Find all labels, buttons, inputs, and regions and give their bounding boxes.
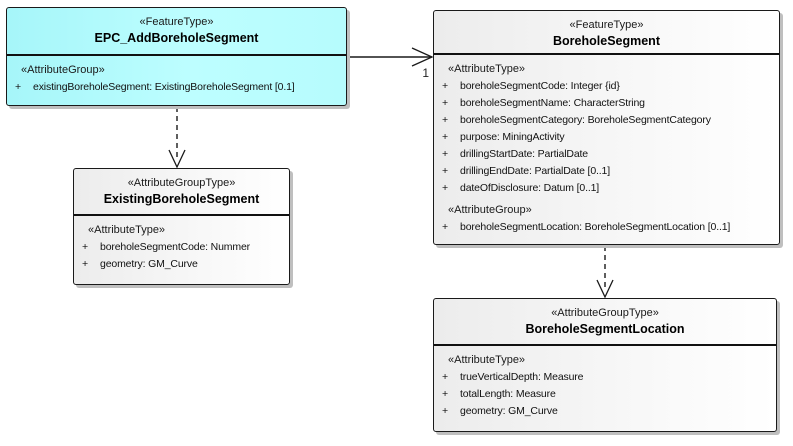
class-body: «AttributeType» + boreholeSegmentCode: N… bbox=[74, 216, 289, 273]
uml-class-epc-add-borehole-segment[interactable]: «FeatureType» EPC_AddBoreholeSegment «At… bbox=[6, 7, 347, 106]
section-stereotype: «AttributeType» bbox=[448, 354, 526, 366]
visibility-marker: + bbox=[442, 131, 448, 143]
attribute-text: boreholeSegmentCode: Nummer bbox=[100, 241, 251, 253]
attribute-row: + drillingEndDate: PartialDate [0..1] bbox=[434, 163, 779, 180]
attribute-row: + purpose: MiningActivity bbox=[434, 129, 779, 146]
visibility-marker: + bbox=[442, 221, 448, 233]
attribute-text: geometry: GM_Curve bbox=[460, 405, 558, 417]
attribute-text: purpose: MiningActivity bbox=[460, 131, 565, 143]
class-body: «AttributeType» + boreholeSegmentCode: I… bbox=[434, 55, 779, 236]
visibility-marker: + bbox=[442, 97, 448, 109]
attribute-text: boreholeSegmentCategory: BoreholeSegment… bbox=[460, 114, 711, 126]
attribute-text: boreholeSegmentLocation: BoreholeSegment… bbox=[460, 221, 731, 233]
association-arrow[interactable] bbox=[347, 47, 434, 67]
attribute-text: boreholeSegmentCode: Integer {id} bbox=[460, 80, 620, 92]
visibility-marker: + bbox=[442, 148, 448, 160]
attribute-row: + geometry: GM_Curve bbox=[74, 256, 289, 273]
attribute-text: existingBoreholeSegment: ExistingBorehol… bbox=[33, 81, 295, 93]
attribute-text: trueVerticalDepth: Measure bbox=[460, 371, 584, 383]
attribute-row: + existingBoreholeSegment: ExistingBoreh… bbox=[7, 79, 346, 96]
dependency-arrow-left[interactable] bbox=[168, 107, 186, 169]
attribute-text: drillingStartDate: PartialDate bbox=[460, 148, 588, 160]
class-header: «FeatureType» EPC_AddBoreholeSegment bbox=[7, 8, 346, 56]
attribute-row: + dateOfDisclosure: Datum [0..1] bbox=[434, 180, 779, 197]
uml-class-borehole-segment[interactable]: «FeatureType» BoreholeSegment «Attribute… bbox=[433, 10, 780, 245]
multiplicity-label: 1 bbox=[422, 66, 429, 80]
section-stereotype: «AttributeType» bbox=[448, 63, 526, 75]
class-name: BoreholeSegment bbox=[553, 34, 660, 48]
visibility-marker: + bbox=[442, 388, 448, 400]
attribute-row: + boreholeSegmentCode: Nummer bbox=[74, 239, 289, 256]
uml-class-existing-borehole-segment[interactable]: «AttributeGroupType» ExistingBoreholeSeg… bbox=[73, 168, 290, 285]
attribute-text: dateOfDisclosure: Datum [0..1] bbox=[460, 182, 600, 194]
attribute-row: + trueVerticalDepth: Measure bbox=[434, 369, 776, 386]
class-stereotype: «FeatureType» bbox=[569, 19, 644, 31]
attribute-text: totalLength: Measure bbox=[460, 388, 556, 400]
attribute-row: + geometry: GM_Curve bbox=[434, 403, 776, 420]
visibility-marker: + bbox=[442, 80, 448, 92]
visibility-marker: + bbox=[442, 405, 448, 417]
section-stereotype: «AttributeGroup» bbox=[448, 204, 532, 216]
attribute-row: + boreholeSegmentLocation: BoreholeSegme… bbox=[434, 219, 779, 236]
class-body: «AttributeType» + trueVerticalDepth: Mea… bbox=[434, 346, 776, 420]
class-name: EPC_AddBoreholeSegment bbox=[94, 31, 259, 45]
attribute-row: + totalLength: Measure bbox=[434, 386, 776, 403]
visibility-marker: + bbox=[442, 114, 448, 126]
attribute-text: geometry: GM_Curve bbox=[100, 258, 198, 270]
visibility-marker: + bbox=[82, 258, 88, 270]
visibility-marker: + bbox=[442, 182, 448, 194]
attribute-row: + boreholeSegmentCategory: BoreholeSegme… bbox=[434, 112, 779, 129]
attribute-row: + boreholeSegmentName: CharacterString bbox=[434, 95, 779, 112]
section-stereotype: «AttributeType» bbox=[88, 224, 166, 236]
attribute-text: drillingEndDate: PartialDate [0..1] bbox=[460, 165, 610, 177]
attribute-row: + drillingStartDate: PartialDate bbox=[434, 146, 779, 163]
visibility-marker: + bbox=[15, 81, 21, 93]
class-header: «FeatureType» BoreholeSegment bbox=[434, 11, 779, 55]
class-header: «AttributeGroupType» ExistingBoreholeSeg… bbox=[74, 169, 289, 216]
section-stereotype: «AttributeGroup» bbox=[21, 64, 105, 76]
visibility-marker: + bbox=[82, 241, 88, 253]
class-header: «AttributeGroupType» BoreholeSegmentLoca… bbox=[434, 299, 776, 346]
attribute-row: + boreholeSegmentCode: Integer {id} bbox=[434, 78, 779, 95]
dependency-arrow-right[interactable] bbox=[596, 246, 614, 299]
class-stereotype: «AttributeGroupType» bbox=[551, 307, 659, 319]
visibility-marker: + bbox=[442, 371, 448, 383]
class-body: «AttributeGroup» + existingBoreholeSegme… bbox=[7, 56, 346, 96]
attribute-text: boreholeSegmentName: CharacterString bbox=[460, 97, 645, 109]
visibility-marker: + bbox=[442, 165, 448, 177]
uml-class-borehole-segment-location[interactable]: «AttributeGroupType» BoreholeSegmentLoca… bbox=[433, 298, 777, 432]
class-stereotype: «AttributeGroupType» bbox=[127, 177, 236, 189]
class-name: ExistingBoreholeSegment bbox=[103, 192, 260, 206]
class-name: BoreholeSegmentLocation bbox=[525, 322, 685, 336]
class-stereotype: «FeatureType» bbox=[139, 16, 214, 28]
